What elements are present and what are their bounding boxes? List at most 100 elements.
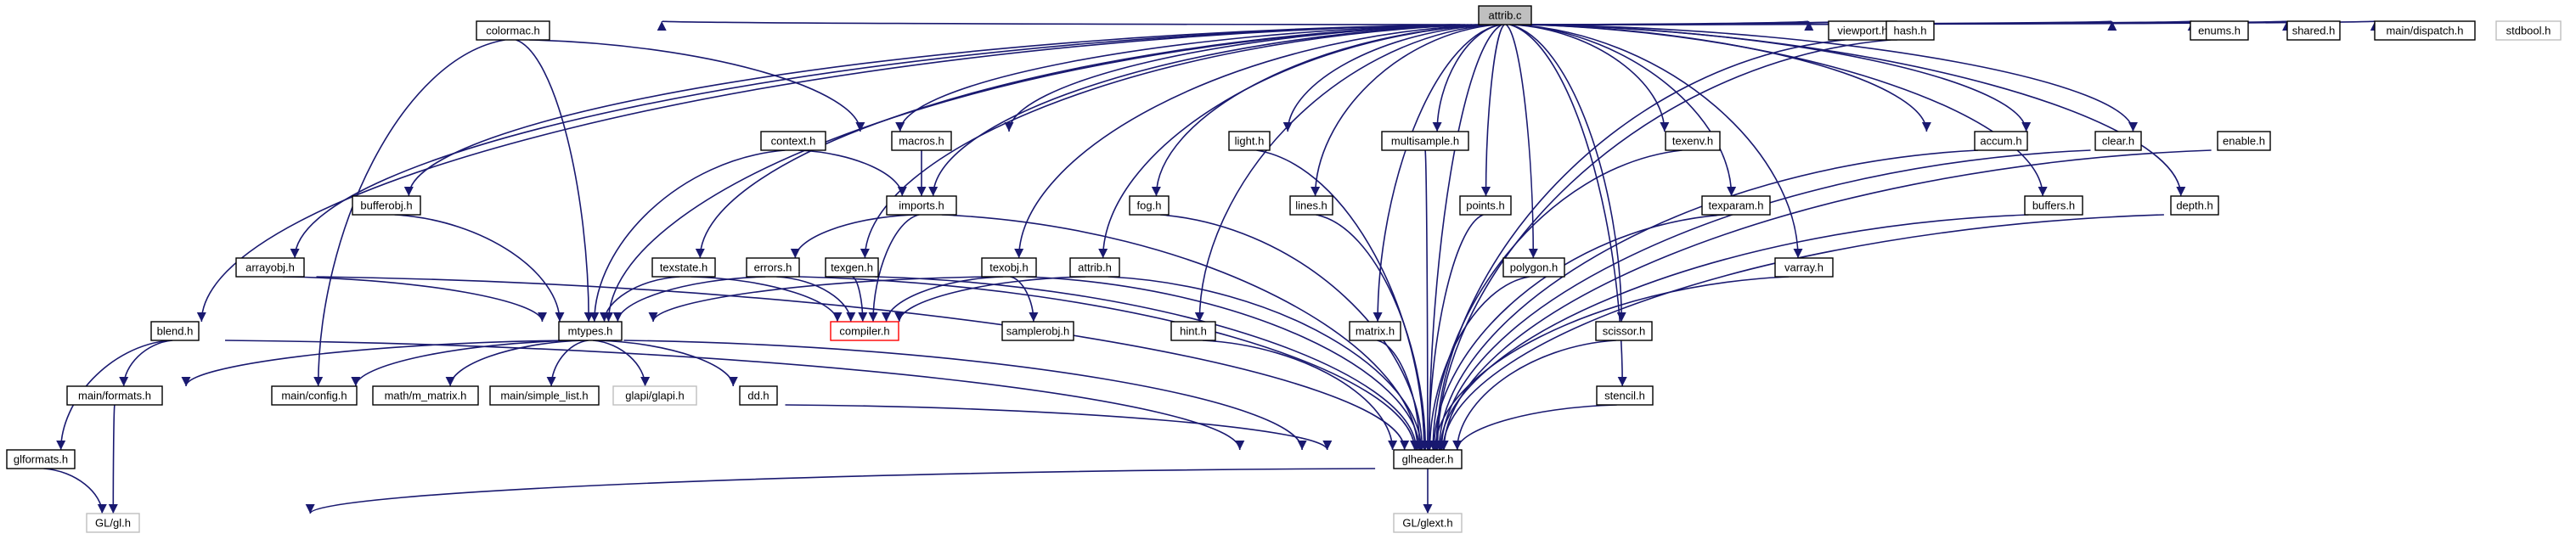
edge-stencil-to-glheader [1452, 404, 1617, 451]
node-glglext[interactable]: GL/glext.h [1393, 513, 1463, 533]
node-label-viewport: viewport.h [1837, 25, 1887, 37]
node-imports[interactable]: imports.h [886, 195, 957, 216]
edge-attrib_c-to-enable [1534, 24, 2139, 132]
node-attrib_h[interactable]: attrib.h [1069, 257, 1120, 278]
node-multisample[interactable]: multisample.h [1381, 131, 1469, 151]
node-compiler[interactable]: compiler.h [830, 321, 899, 341]
node-mtypes[interactable]: mtypes.h [558, 321, 623, 341]
edge-attrib_c-to-imports [928, 24, 1482, 197]
node-box-blend [150, 321, 200, 341]
node-stencil[interactable]: stencil.h [1596, 385, 1654, 406]
edge-errors-to-compiler [776, 276, 856, 323]
edge-attrib_c-to-depth [1532, 24, 2186, 197]
node-box-glheader [1393, 449, 1463, 469]
edge-polygon-to-glheader [1424, 276, 1530, 451]
node-mathmmatrix[interactable]: math/m_matrix.h [372, 385, 479, 406]
node-shared[interactable]: shared.h [2286, 20, 2341, 41]
node-glapi[interactable]: glapi/glapi.h [612, 385, 697, 406]
node-light[interactable]: light.h [1228, 131, 1271, 151]
node-buffers[interactable]: buffers.h [2024, 195, 2083, 216]
edge-texenv-to-glheader [1428, 149, 1683, 451]
node-box-points [1459, 195, 1512, 216]
node-stdbool[interactable]: stdbool.h [2495, 20, 2562, 41]
node-colormac[interactable]: colormac.h [476, 20, 550, 41]
edge-multisample-to-glheader [1423, 149, 1433, 451]
node-label-fog: fog.h [1137, 199, 1162, 212]
edge-viewport-to-glheader [1431, 39, 1846, 451]
edge-colormac-to-macros [529, 39, 865, 132]
node-texobj[interactable]: texobj.h [981, 257, 1037, 278]
node-label-scissor: scissor.h [1603, 325, 1646, 338]
node-box-stencil [1596, 385, 1654, 406]
node-box-maindispatch [2374, 20, 2476, 41]
node-arrayobj[interactable]: arrayobj.h [235, 257, 305, 278]
node-mainconfig[interactable]: main/config.h [271, 385, 358, 406]
edge-context-to-mtypes [589, 149, 786, 323]
node-texgen[interactable]: texgen.h [825, 257, 879, 278]
node-fog[interactable]: fog.h [1129, 195, 1170, 216]
node-accum[interactable]: accum.h [1974, 131, 2028, 151]
node-label-enums: enums.h [2198, 25, 2241, 37]
node-polygon[interactable]: polygon.h [1502, 257, 1565, 278]
edge-texobj-to-compiler [881, 276, 1004, 323]
edge-attrib_c-to-polygon [1505, 24, 1538, 259]
edge-attrib_c-to-matrix [1373, 24, 1501, 323]
node-lines[interactable]: lines.h [1289, 195, 1333, 216]
edge-mtypes-to-mathmmatrix [445, 340, 584, 387]
node-glformats[interactable]: glformats.h [6, 449, 76, 469]
node-clear[interactable]: clear.h [2094, 131, 2142, 151]
node-label-clear: clear.h [2102, 135, 2134, 148]
edge-texgen-to-compiler [852, 276, 868, 323]
edge-clear-to-glheader [1436, 149, 2091, 451]
edge-mtypes-to-mainformats [181, 340, 572, 387]
node-samplerobj[interactable]: samplerobj.h [1001, 321, 1074, 341]
edge-errors-to-mtypes [612, 276, 766, 323]
edge-blend-to-mainformats [119, 340, 173, 387]
node-mainformats[interactable]: main/formats.h [66, 385, 163, 406]
edge-texstate-to-mtypes [599, 276, 680, 323]
node-bufferobj[interactable]: bufferobj.h [352, 195, 421, 216]
node-label-depth: depth.h [2176, 199, 2212, 212]
node-box-texenv [1665, 131, 1721, 151]
node-varray[interactable]: varray.h [1774, 257, 1834, 278]
edge-colormac-to-mtypes [516, 39, 594, 323]
node-box-accum [1974, 131, 2028, 151]
node-texstate[interactable]: texstate.h [651, 257, 716, 278]
edge-attrib_c-to-context [895, 24, 1477, 132]
node-attrib_c[interactable]: attrib.c [1478, 5, 1532, 25]
node-texenv[interactable]: texenv.h [1665, 131, 1721, 151]
node-glheader[interactable]: glheader.h [1393, 449, 1463, 469]
edge-light-to-glheader [1256, 149, 1429, 451]
node-label-glformats: glformats.h [14, 453, 68, 466]
node-matrix[interactable]: matrix.h [1349, 321, 1401, 341]
node-hash[interactable]: hash.h [1885, 20, 1935, 41]
node-points[interactable]: points.h [1459, 195, 1512, 216]
node-scissor[interactable]: scissor.h [1595, 321, 1653, 341]
node-errors[interactable]: errors.h [746, 257, 800, 278]
node-context[interactable]: context.h [760, 131, 826, 151]
node-depth[interactable]: depth.h [2170, 195, 2219, 216]
node-label-imports: imports.h [899, 199, 944, 212]
edge-matrix-to-glheader [1377, 340, 1425, 451]
node-macros[interactable]: macros.h [891, 131, 952, 151]
edge-enable-to-glheader [1439, 149, 2212, 451]
node-hint[interactable]: hint.h [1170, 321, 1216, 341]
node-label-stdbool: stdbool.h [2506, 25, 2551, 37]
node-box-texgen [825, 257, 879, 278]
node-dd[interactable]: dd.h [739, 385, 778, 406]
node-blend[interactable]: blend.h [150, 321, 200, 341]
node-label-arrayobj: arrayobj.h [245, 261, 295, 274]
node-texparam[interactable]: texparam.h [1701, 195, 1771, 216]
node-glgl[interactable]: GL/gl.h [86, 513, 140, 533]
node-mainsimplelist[interactable]: main/simple_list.h [489, 385, 600, 406]
node-enable[interactable]: enable.h [2217, 131, 2271, 151]
node-box-macros [891, 131, 952, 151]
node-label-enable: enable.h [2223, 135, 2265, 148]
node-box-colormac [476, 20, 550, 41]
node-enums[interactable]: enums.h [2190, 20, 2249, 41]
edge-texstate-to-compiler [691, 276, 843, 323]
node-label-mainconfig: main/config.h [281, 390, 347, 402]
node-label-dd: dd.h [747, 390, 769, 402]
node-maindispatch[interactable]: main/dispatch.h [2374, 20, 2476, 41]
node-box-buffers [2024, 195, 2083, 216]
